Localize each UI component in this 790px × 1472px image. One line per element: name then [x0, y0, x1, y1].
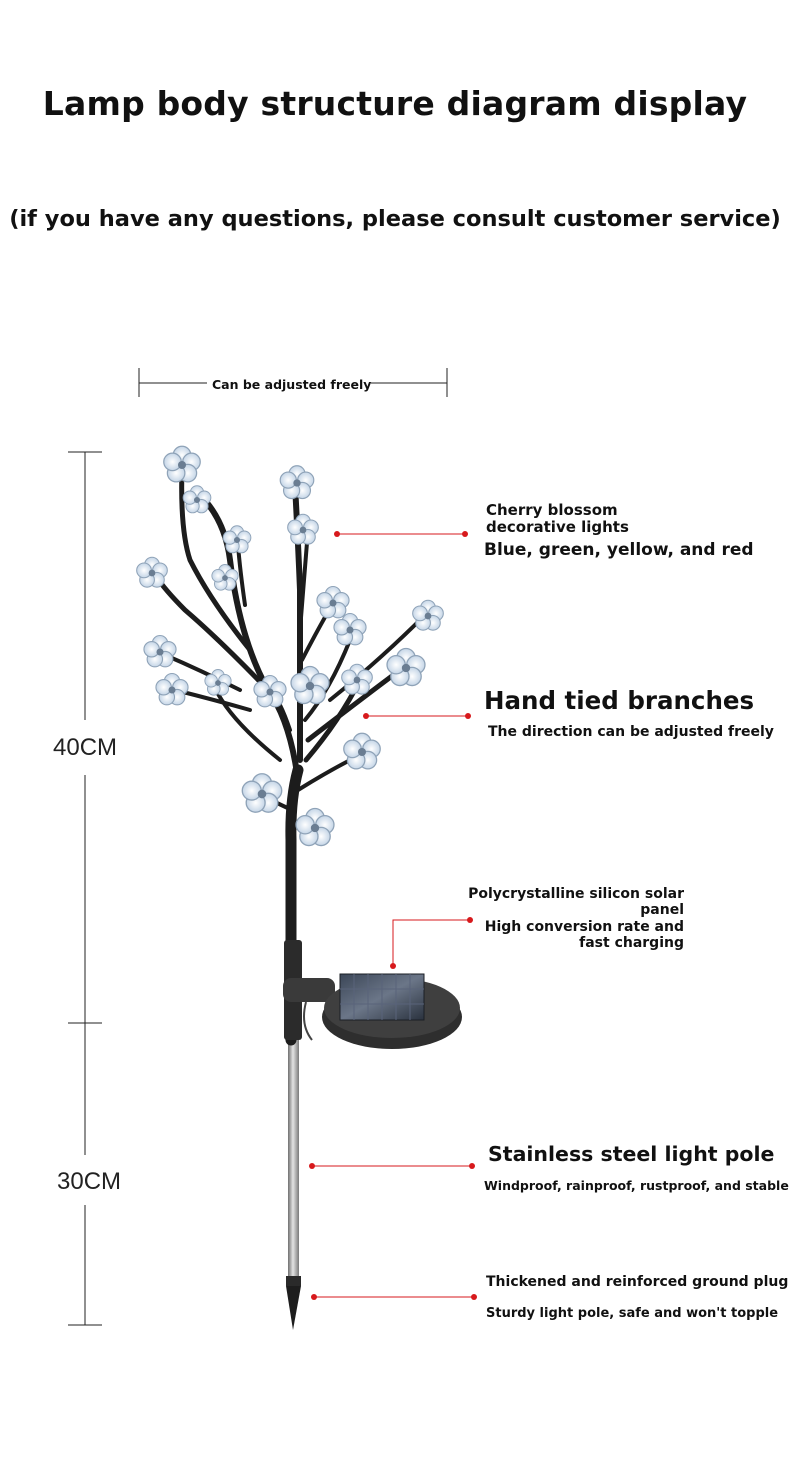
steel-pole	[286, 1030, 301, 1330]
blossom-callout-line2: decorative lights	[486, 518, 629, 536]
branches-callout-title: Hand tied branches	[484, 686, 755, 715]
pole-callout-title: Stainless steel light pole	[488, 1142, 775, 1166]
page-subtitle: (if you have any questions, please consu…	[9, 206, 781, 232]
blossom-callout-colors: Blue, green, yellow, and red	[484, 540, 754, 560]
lower-height-label: 30CM	[57, 1168, 122, 1195]
solar-callout-line3: High conversion rate and	[484, 919, 684, 935]
callout-lines	[309, 531, 477, 1300]
plug-callout-title: Thickened and reinforced ground plug	[486, 1274, 789, 1290]
width-indicator	[138, 368, 448, 397]
solar-panel	[322, 973, 462, 1049]
blossom-callout-line1: Cherry blossom	[486, 501, 618, 519]
page-title: Lamp body structure diagram display	[42, 84, 748, 123]
pole-callout-desc: Windproof, rainproof, rustproof, and sta…	[484, 1178, 789, 1193]
solar-callout-line1: Polycrystalline silicon solar	[468, 886, 684, 902]
upper-height-label: 40CM	[53, 734, 118, 761]
width-adjust-label: Can be adjusted freely	[212, 377, 372, 392]
solar-callout-line2: panel	[640, 902, 684, 918]
branches	[152, 465, 427, 812]
branches-callout-desc: The direction can be adjusted freely	[488, 724, 774, 740]
solar-callout-line4: fast charging	[579, 935, 684, 951]
plug-callout-desc: Sturdy light pole, safe and won't topple	[486, 1306, 779, 1321]
height-indicator	[68, 451, 102, 1326]
